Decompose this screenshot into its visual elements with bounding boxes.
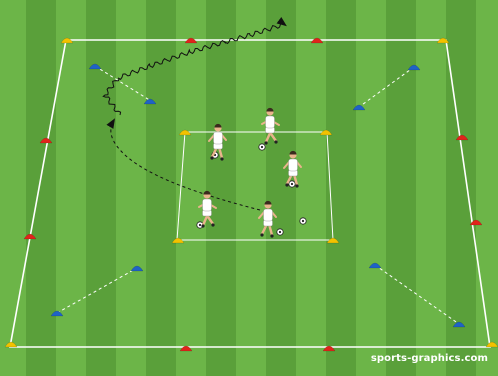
pitch-stripe bbox=[356, 0, 386, 376]
ball-icon bbox=[300, 218, 306, 224]
pitch-stripe bbox=[56, 0, 86, 376]
pitch-stripe bbox=[476, 0, 498, 376]
pitch-stripe bbox=[296, 0, 326, 376]
pitch-stripe bbox=[0, 0, 26, 376]
ball-icon bbox=[277, 229, 283, 235]
ball-icon bbox=[259, 144, 265, 150]
pitch-stripe bbox=[416, 0, 446, 376]
ball-icon bbox=[289, 181, 295, 187]
pitch-stripe bbox=[116, 0, 146, 376]
pitch-stripe bbox=[236, 0, 266, 376]
watermark-text: sports-graphics.com bbox=[371, 353, 488, 364]
